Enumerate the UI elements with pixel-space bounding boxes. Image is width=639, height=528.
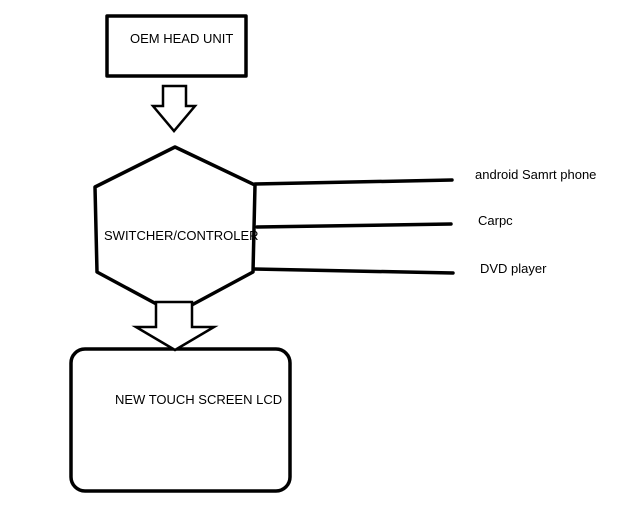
input-label-carpc: Carpc bbox=[478, 213, 513, 228]
oem-head-unit-box bbox=[105, 14, 248, 78]
connector-line-smartphone bbox=[253, 178, 454, 186]
arrow-down-icon bbox=[131, 300, 219, 352]
touch-screen-lcd-box bbox=[69, 347, 292, 493]
input-label-dvd: DVD player bbox=[480, 261, 547, 276]
input-label-smartphone: android Samrt phone bbox=[475, 167, 596, 182]
touch-screen-lcd-label: NEW TOUCH SCREEN LCD bbox=[115, 392, 282, 407]
oem-head-unit-label: OEM HEAD UNIT bbox=[130, 31, 233, 46]
connector-line-dvd bbox=[252, 267, 455, 275]
switcher-label: SWITCHER/CONTROLER bbox=[104, 228, 259, 243]
connector-line-carpc bbox=[255, 222, 453, 229]
arrow-down-icon bbox=[150, 84, 198, 133]
